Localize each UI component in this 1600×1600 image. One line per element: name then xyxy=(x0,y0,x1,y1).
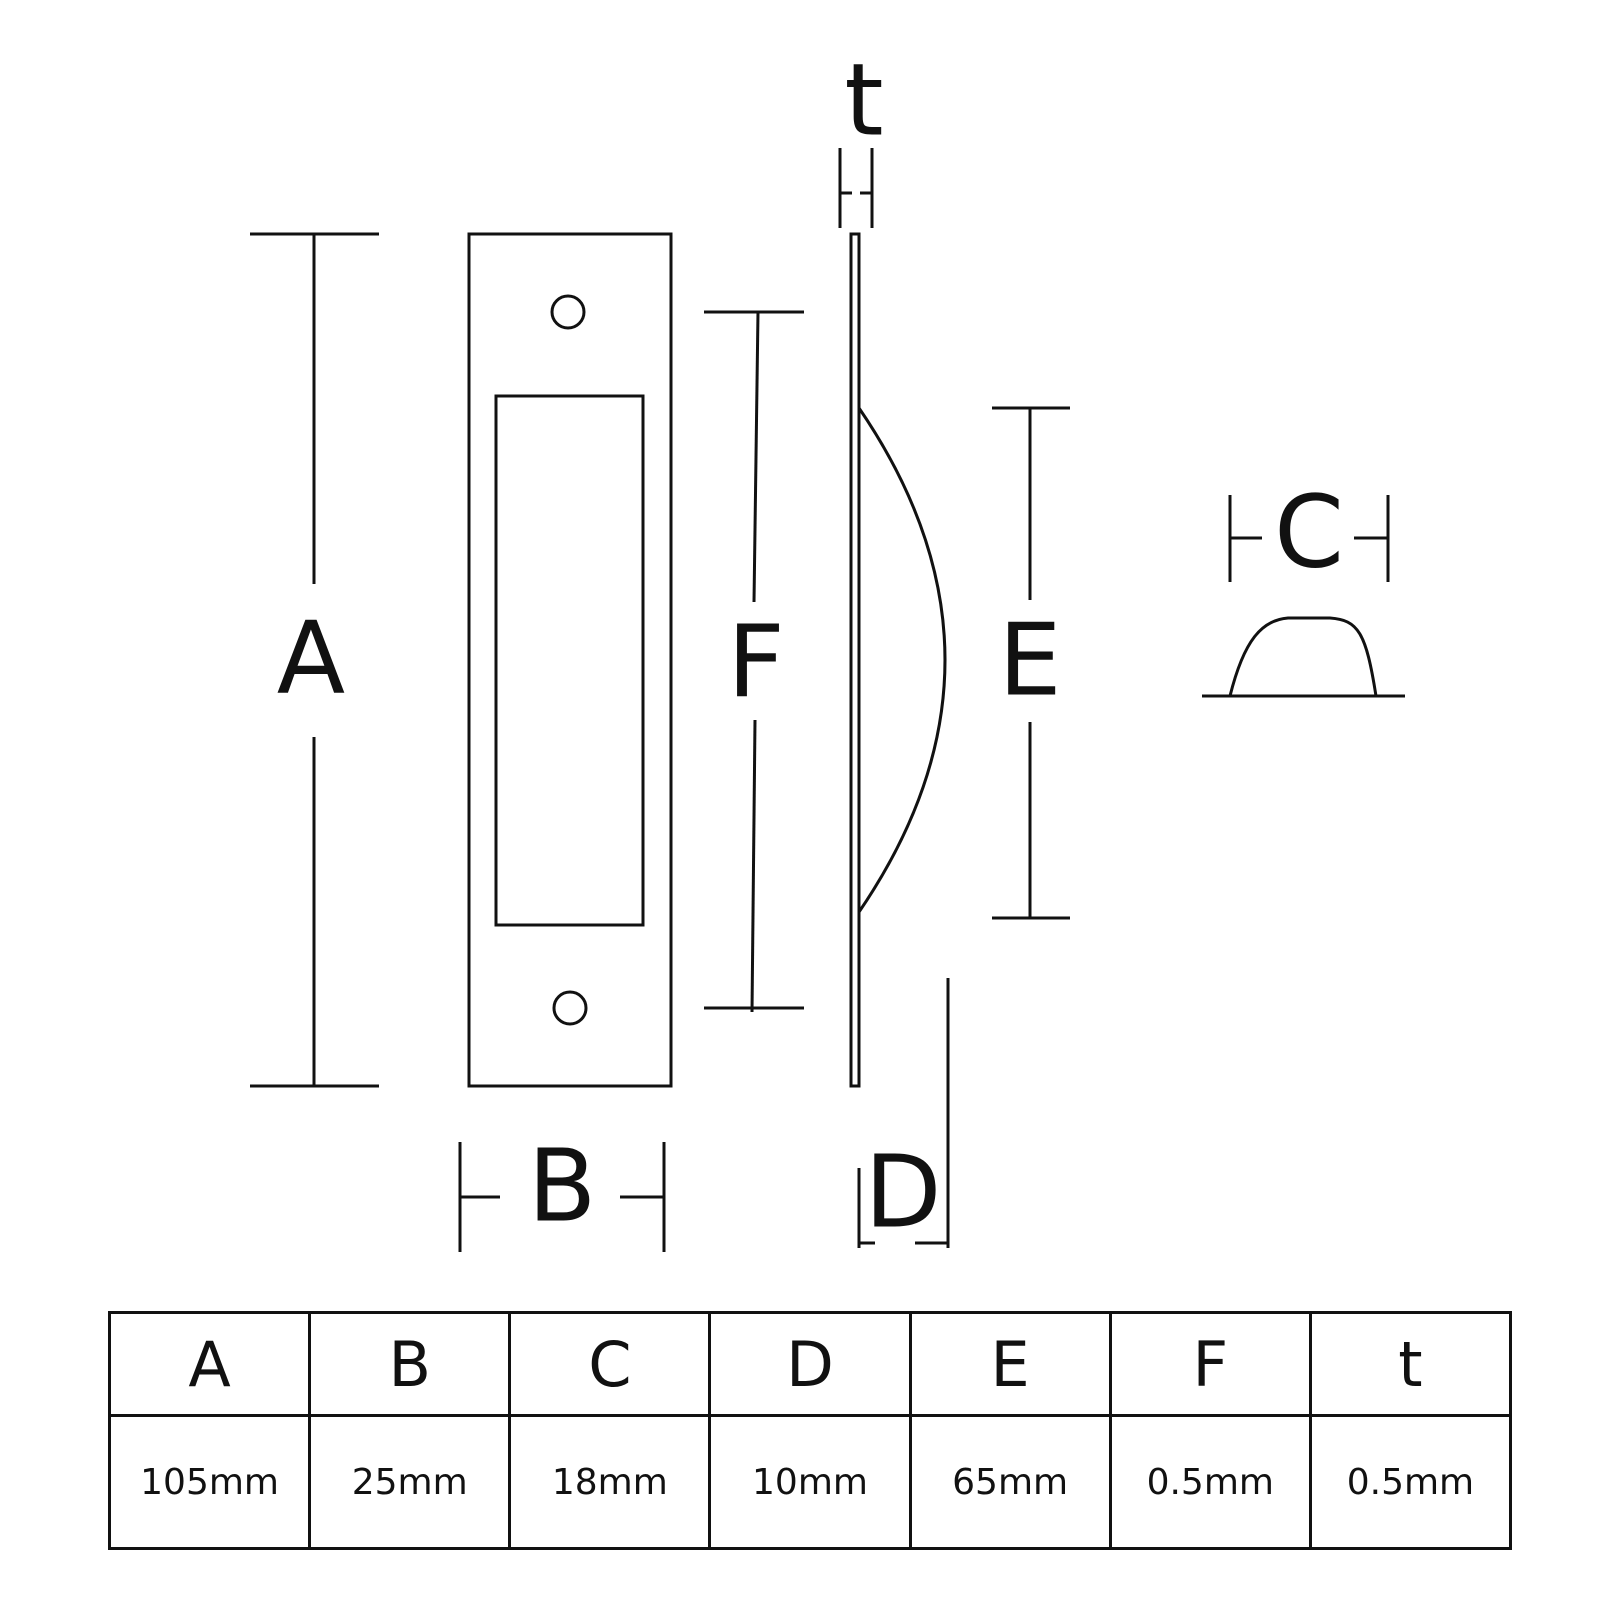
spec-table: A B C D E F t 105mm 25mm 18mm 10mm 65mm … xyxy=(107,1311,1513,1550)
dimension-b: B xyxy=(458,1128,666,1252)
cup-profile xyxy=(857,407,947,913)
dimension-e: E xyxy=(992,406,1070,920)
value-cell-c: 18mm xyxy=(508,1414,712,1550)
value-cell-b: 25mm xyxy=(308,1414,512,1550)
top-screw-hole xyxy=(550,294,586,330)
label-c: C xyxy=(1274,474,1344,591)
label-d: D xyxy=(864,1134,941,1251)
header-cell-t: t xyxy=(1308,1311,1513,1417)
recess-opening xyxy=(494,394,645,927)
header-cell-c: C xyxy=(508,1311,712,1417)
dimension-c: C xyxy=(1202,474,1405,698)
dimension-a: A xyxy=(250,232,379,1088)
dimension-d: D xyxy=(857,978,950,1251)
label-b: B xyxy=(528,1128,597,1245)
label-a: A xyxy=(277,600,345,717)
value-cell-d: 10mm xyxy=(708,1414,912,1550)
plate-edge xyxy=(849,232,861,1088)
side-view xyxy=(849,232,947,1088)
cup-cross-section xyxy=(1228,616,1378,697)
spec-table-header-row: A B C D E F t xyxy=(107,1311,1513,1417)
header-cell-d: D xyxy=(708,1311,912,1417)
header-cell-e: E xyxy=(908,1311,1112,1417)
dimension-drawing: A B F t D xyxy=(250,42,1405,1252)
label-t: t xyxy=(844,42,883,159)
value-cell-t: 0.5mm xyxy=(1308,1414,1513,1550)
value-cell-a: 105mm xyxy=(107,1414,312,1550)
value-cell-e: 65mm xyxy=(908,1414,1112,1550)
header-cell-b: B xyxy=(308,1311,512,1417)
dimension-f: F xyxy=(704,310,804,1013)
spec-table-value-row: 105mm 25mm 18mm 10mm 65mm 0.5mm 0.5mm xyxy=(107,1414,1513,1550)
dimension-t: t xyxy=(838,42,884,228)
header-cell-f: F xyxy=(1108,1311,1312,1417)
label-e: E xyxy=(998,602,1061,719)
front-view-plate xyxy=(467,232,673,1088)
header-cell-a: A xyxy=(107,1311,312,1417)
label-f: F xyxy=(727,604,785,721)
value-cell-f: 0.5mm xyxy=(1108,1414,1312,1550)
bottom-screw-hole xyxy=(552,990,588,1026)
